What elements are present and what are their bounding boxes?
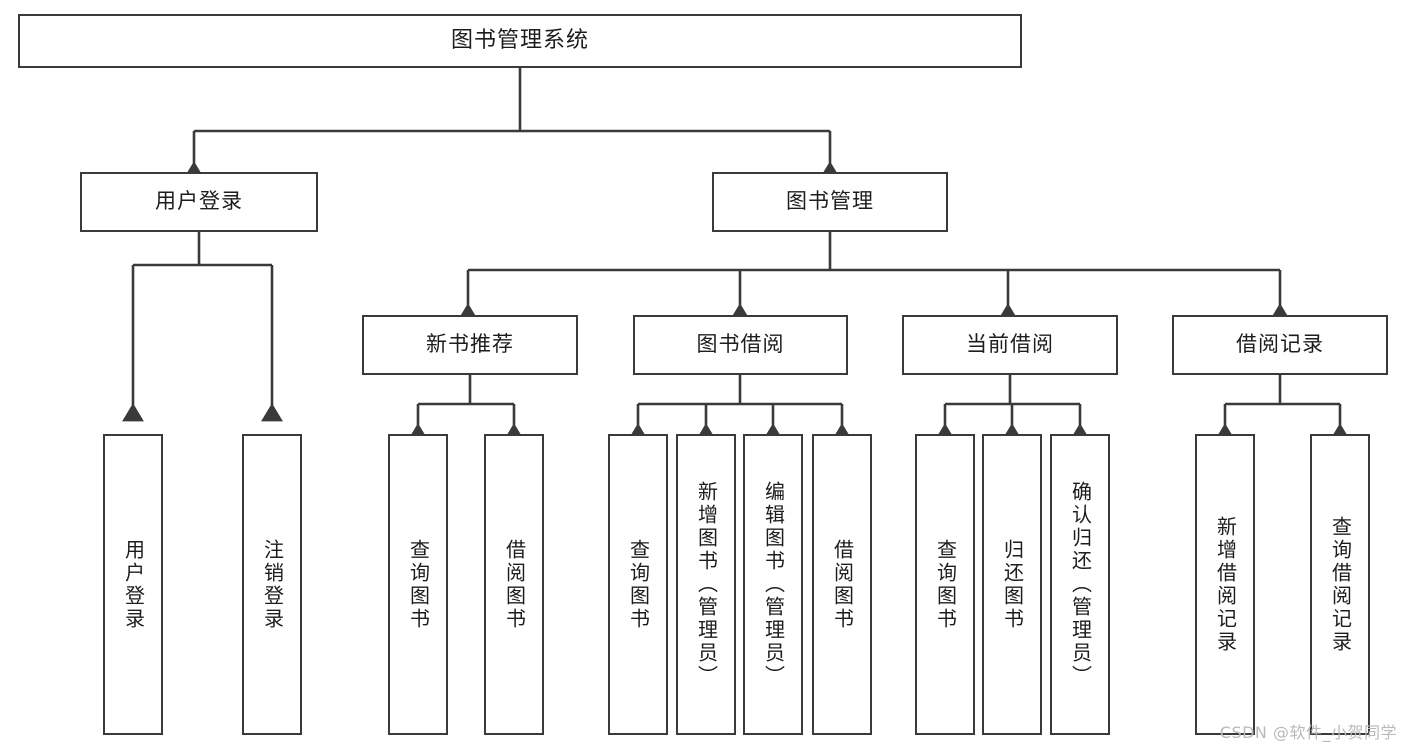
- node-label: 借阅图书: [502, 538, 527, 631]
- leaf-add-borrow-record[interactable]: 新增借阅记录: [1195, 434, 1255, 735]
- leaf-query-borrow-record[interactable]: 查询借阅记录: [1310, 434, 1370, 735]
- node-label: 确认归还（管理员）: [1068, 481, 1093, 688]
- node-label: 查询借阅记录: [1328, 515, 1353, 654]
- leaf-confirm-return-admin[interactable]: 确认归还（管理员）: [1050, 434, 1110, 735]
- leaf-user-login[interactable]: 用户登录: [103, 434, 163, 735]
- node-label: 归还图书: [1000, 538, 1025, 631]
- node-label: 借阅图书: [830, 538, 855, 631]
- leaf-borrow-book-newbook[interactable]: 借阅图书: [484, 434, 544, 735]
- node-new-book-recommendation[interactable]: 新书推荐: [362, 315, 578, 375]
- node-label: 查询图书: [626, 538, 651, 631]
- node-label: 查询图书: [933, 538, 958, 631]
- node-user-login[interactable]: 用户登录: [80, 172, 318, 232]
- node-book-management[interactable]: 图书管理: [712, 172, 948, 232]
- node-label: 用户登录: [155, 189, 243, 214]
- leaf-return-book[interactable]: 归还图书: [982, 434, 1042, 735]
- leaf-edit-book-admin[interactable]: 编辑图书（管理员）: [743, 434, 803, 735]
- node-current-borrowing[interactable]: 当前借阅: [902, 315, 1118, 375]
- node-borrow-records[interactable]: 借阅记录: [1172, 315, 1388, 375]
- node-label: 新增借阅记录: [1213, 515, 1238, 654]
- node-label: 借阅记录: [1236, 332, 1324, 357]
- node-label: 图书管理系统: [450, 27, 589, 53]
- node-label: 当前借阅: [966, 332, 1054, 357]
- node-label: 编辑图书（管理员）: [761, 481, 786, 688]
- node-label: 新增图书（管理员）: [694, 481, 719, 688]
- leaf-add-book-admin[interactable]: 新增图书（管理员）: [676, 434, 736, 735]
- leaf-query-book-newbook[interactable]: 查询图书: [388, 434, 448, 735]
- leaf-lend-book[interactable]: 借阅图书: [812, 434, 872, 735]
- leaf-logout[interactable]: 注销登录: [242, 434, 302, 735]
- node-root-book-management-system[interactable]: 图书管理系统: [18, 14, 1022, 68]
- node-label: 查询图书: [406, 538, 431, 631]
- node-label: 注销登录: [260, 538, 285, 631]
- node-book-borrowing[interactable]: 图书借阅: [633, 315, 848, 375]
- watermark: CSDN @软件_小贺同学: [1219, 723, 1397, 742]
- leaf-query-book-current[interactable]: 查询图书: [915, 434, 975, 735]
- node-label: 新书推荐: [426, 332, 514, 357]
- leaf-query-book-borrowing[interactable]: 查询图书: [608, 434, 668, 735]
- node-label: 图书管理: [786, 189, 874, 214]
- node-label: 用户登录: [121, 538, 146, 631]
- node-label: 图书借阅: [696, 332, 785, 357]
